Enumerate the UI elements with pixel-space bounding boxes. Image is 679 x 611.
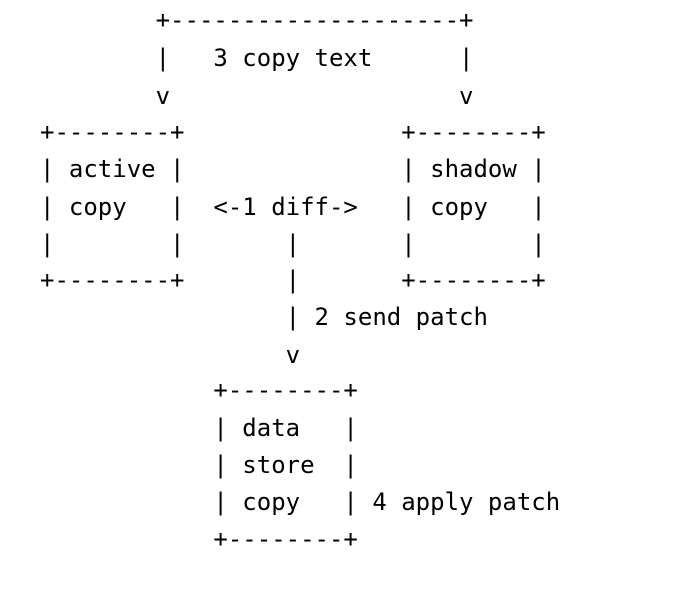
copy-text-arrows-line: v v xyxy=(40,82,474,110)
top-boxes-bottom-line: +--------+ | +--------+ xyxy=(40,266,546,294)
data-box-bottom-line: +--------+ xyxy=(40,525,358,553)
copy-text-label-line: | 3 copy text | xyxy=(40,44,474,72)
apply-patch-label-line: | copy | 4 apply patch xyxy=(40,488,561,516)
top-loop-line: +--------------------+ xyxy=(40,6,474,34)
send-patch-label-line: | 2 send patch xyxy=(40,303,488,331)
send-patch-arrow-line: v xyxy=(40,341,301,369)
diff-label-line: | copy | <-1 diff-> | copy | xyxy=(40,193,546,221)
data-box-title-line: | data | xyxy=(40,414,358,442)
box-empty-line: | | | | | xyxy=(40,230,546,258)
data-box-store-line: | store | xyxy=(40,451,358,479)
data-box-top-line: +--------+ xyxy=(40,376,358,404)
top-boxes-border-line: +--------+ +--------+ xyxy=(40,118,546,146)
box-title-line: | active | | shadow | xyxy=(40,155,546,183)
